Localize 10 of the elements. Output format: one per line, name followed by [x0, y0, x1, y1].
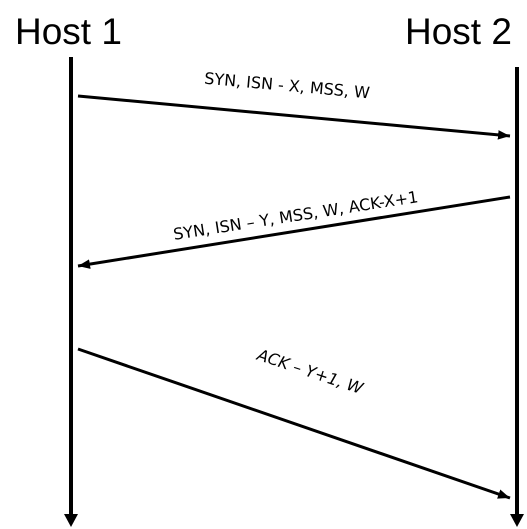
edge-label: SYN, ISN - X, MSS, W — [204, 70, 371, 102]
host-label: Host 2 — [405, 13, 512, 50]
message-arrow — [78, 348, 510, 500]
host-label: Host 1 — [15, 13, 122, 50]
message-arrow — [78, 94, 510, 140]
edge-label: ACK – Y+1, W — [255, 346, 366, 398]
lifeline-arrow — [64, 57, 78, 527]
edge-label: SYN, ISN – Y, MSS, W, ACK-X+1 — [172, 188, 419, 244]
message-arrow — [78, 196, 510, 269]
lifeline-arrow — [510, 67, 524, 527]
